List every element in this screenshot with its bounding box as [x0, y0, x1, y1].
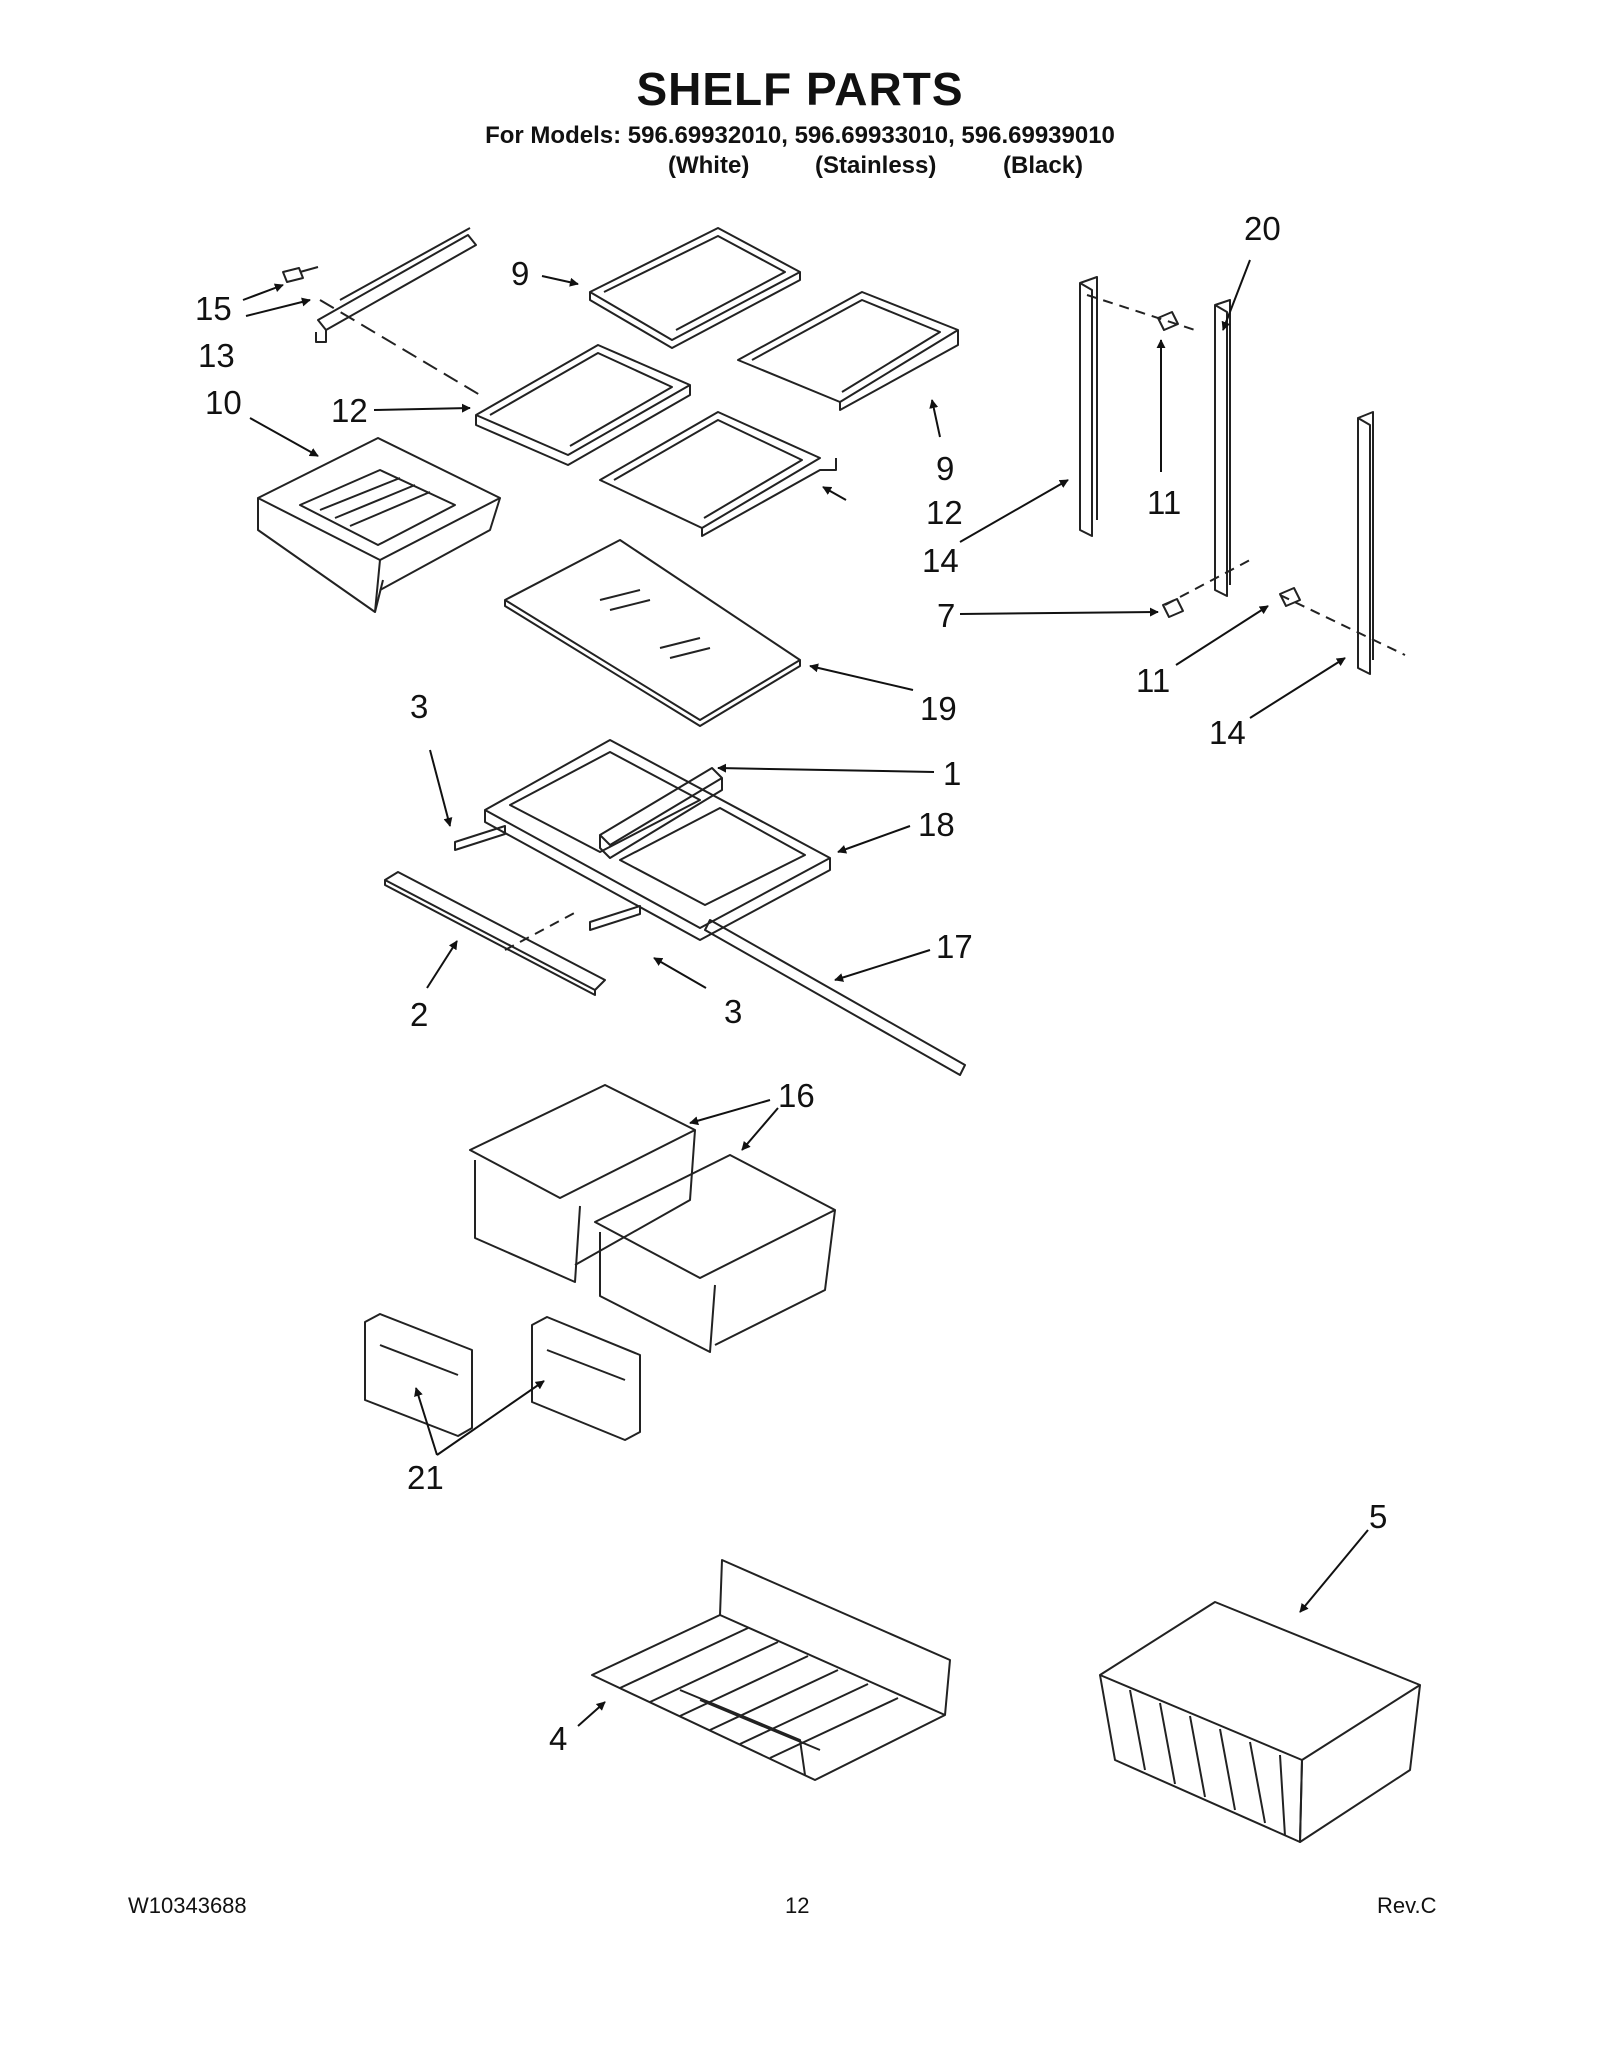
dashed-guide-rail	[319, 299, 481, 396]
leader-arrows	[242, 259, 1369, 1727]
label-19: 19	[920, 690, 957, 727]
part-20-bracket-center	[1214, 299, 1231, 597]
part-5-wire-basket	[1099, 1601, 1421, 1843]
label-11b: 11	[1136, 662, 1170, 699]
label-18: 18	[918, 806, 955, 843]
color-black: (Black)	[1003, 152, 1084, 179]
label-5: 5	[1369, 1498, 1387, 1535]
part-7-screw	[1162, 598, 1184, 618]
part-9-shelf-right	[737, 291, 959, 411]
part-11-screw-lower	[1279, 587, 1301, 607]
label-10: 10	[205, 384, 242, 421]
label-13: 13	[198, 337, 235, 374]
part-21-handle-right	[531, 1316, 641, 1441]
part-10-crisper-drawer	[257, 437, 501, 613]
part-16-drawer-right	[594, 1154, 836, 1353]
models-line: For Models: 596.69932010, 596.69933010, …	[485, 122, 1115, 149]
part-15-screw	[282, 266, 319, 283]
label-12b: 12	[926, 494, 963, 531]
part-11-screw-upper	[1157, 311, 1179, 331]
part-18-deli-drawer	[484, 739, 831, 941]
dashed-guide-11a	[1086, 294, 1196, 331]
part-3-clip-right	[589, 905, 641, 931]
part-16-drawer-left	[469, 1084, 696, 1283]
label-1: 1	[943, 755, 961, 792]
label-3a: 3	[410, 688, 428, 725]
part-21-handle-left	[364, 1313, 473, 1437]
part-4-wire-shelf	[591, 1559, 951, 1781]
part-12-shelf-right	[599, 411, 837, 537]
part-12-shelf-left	[475, 344, 691, 466]
label-11a: 11	[1147, 484, 1181, 521]
dashed-guide-7	[1164, 559, 1251, 606]
label-16: 16	[778, 1077, 815, 1114]
part-14-bracket-right	[1357, 411, 1374, 675]
label-2: 2	[410, 996, 428, 1033]
part-3-clip-left	[454, 825, 506, 851]
label-15: 15	[195, 290, 232, 327]
color-white: (White)	[668, 152, 750, 179]
label-20: 20	[1244, 210, 1281, 247]
dashed-guide-11b	[1279, 594, 1406, 656]
part-19-glass-shelf	[504, 539, 801, 727]
part-labels: 15 13 10 12 9 9 12 20 11 14 7 11 14 19 3…	[195, 210, 1387, 1757]
label-9a: 9	[511, 255, 529, 292]
part-13-slide-rail	[315, 227, 477, 343]
label-7: 7	[937, 597, 955, 634]
label-9b: 9	[936, 450, 954, 487]
label-14a: 14	[922, 542, 959, 579]
part-9-shelf-top	[589, 227, 801, 349]
page-number: 12	[785, 1893, 810, 1918]
part-2-front-trim	[384, 871, 606, 996]
label-14b: 14	[1209, 714, 1246, 751]
part-1-rail	[599, 767, 723, 859]
dashed-guide-2	[504, 909, 581, 951]
label-3b: 3	[724, 993, 742, 1030]
label-12a: 12	[331, 392, 368, 429]
revision: Rev.C	[1377, 1893, 1437, 1918]
part-17-rod	[704, 919, 966, 1076]
part-14-bracket-left	[1079, 276, 1098, 537]
document-number: W10343688	[128, 1893, 247, 1918]
label-17: 17	[936, 928, 973, 965]
label-4: 4	[549, 1720, 567, 1757]
page-title: SHELF PARTS	[636, 63, 964, 115]
label-21: 21	[407, 1459, 444, 1496]
color-stainless: (Stainless)	[815, 152, 937, 179]
